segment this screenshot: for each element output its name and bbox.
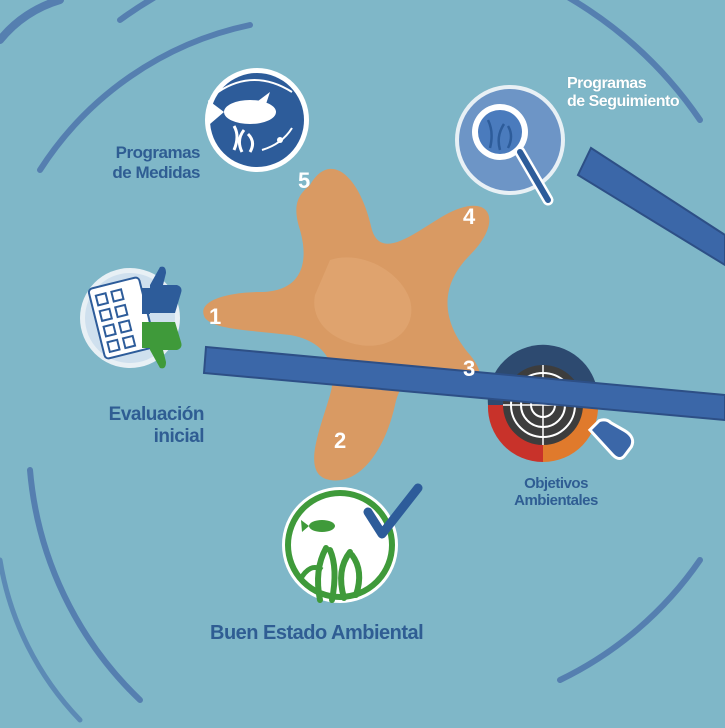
label-line: Programas	[567, 75, 647, 92]
label-line: Buen Estado Ambiental	[210, 622, 424, 644]
fish-seaweed-icon	[205, 68, 309, 172]
label-line: de Medidas	[112, 162, 200, 182]
label-programas-de-medidas: Programas de Medidas	[104, 143, 200, 182]
checklist-thumbs-icon	[80, 266, 182, 369]
label-buen-estado-ambiental: Buen Estado Ambiental	[210, 622, 424, 645]
label-line: Objetivos	[524, 475, 588, 492]
label-line: Evaluación	[108, 404, 205, 425]
label-objetivos-ambientales: Objetivos Ambientales	[505, 475, 607, 510]
step-number-3: 3	[463, 356, 476, 381]
step-number-5: 5	[298, 168, 311, 193]
label-line: de Seguimiento	[567, 93, 680, 111]
fish-seaweed-check-icon	[282, 483, 423, 603]
step-number-2: 2	[334, 428, 347, 453]
label-line: Ambientales	[514, 492, 598, 510]
label-evaluacion-inicial: Evaluación inicial	[98, 404, 205, 448]
step-number-1: 1	[209, 304, 222, 329]
label-line: inicial	[153, 425, 205, 447]
starfish	[203, 168, 490, 481]
label-line: Programas	[115, 143, 201, 162]
background-rings	[0, 0, 703, 723]
label-programas-de-seguimiento: Programas de Seguimiento	[567, 75, 680, 112]
step-number-4: 4	[463, 204, 476, 229]
magnifier-seaweed-icon	[455, 85, 565, 206]
pointer-bars	[202, 146, 725, 422]
